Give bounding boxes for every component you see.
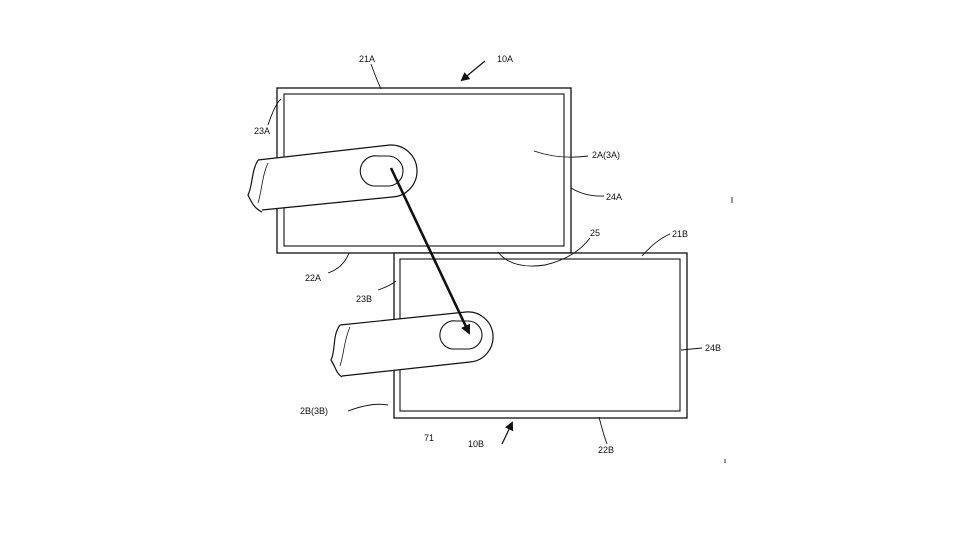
label-10b: 10B bbox=[468, 439, 484, 449]
leader-24a bbox=[571, 188, 604, 196]
label-21a: 21A bbox=[359, 54, 375, 64]
leader-22b bbox=[599, 417, 607, 444]
label-22a: 22A bbox=[305, 273, 321, 283]
label-10a: 10A bbox=[497, 54, 513, 64]
leader-23b bbox=[378, 281, 396, 290]
leader-2b bbox=[348, 404, 388, 411]
leader-21a bbox=[371, 64, 381, 89]
label-2a-3a: 2A(3A) bbox=[592, 150, 620, 160]
label-22b: 22B bbox=[598, 445, 614, 455]
label-23a: 23A bbox=[254, 126, 270, 136]
label-21b: 21B bbox=[672, 229, 688, 239]
label-25: 25 bbox=[590, 228, 600, 238]
label-23b: 23B bbox=[356, 294, 372, 304]
leader-22a bbox=[328, 253, 349, 273]
label-24a: 24A bbox=[606, 192, 622, 202]
label-2b-3b: 2B(3B) bbox=[300, 406, 328, 416]
device-a-pointer-arrow bbox=[462, 61, 485, 80]
label-24b: 24B bbox=[705, 343, 721, 353]
device-b-pointer-arrow bbox=[502, 423, 512, 444]
label-71: 71 bbox=[424, 433, 434, 443]
